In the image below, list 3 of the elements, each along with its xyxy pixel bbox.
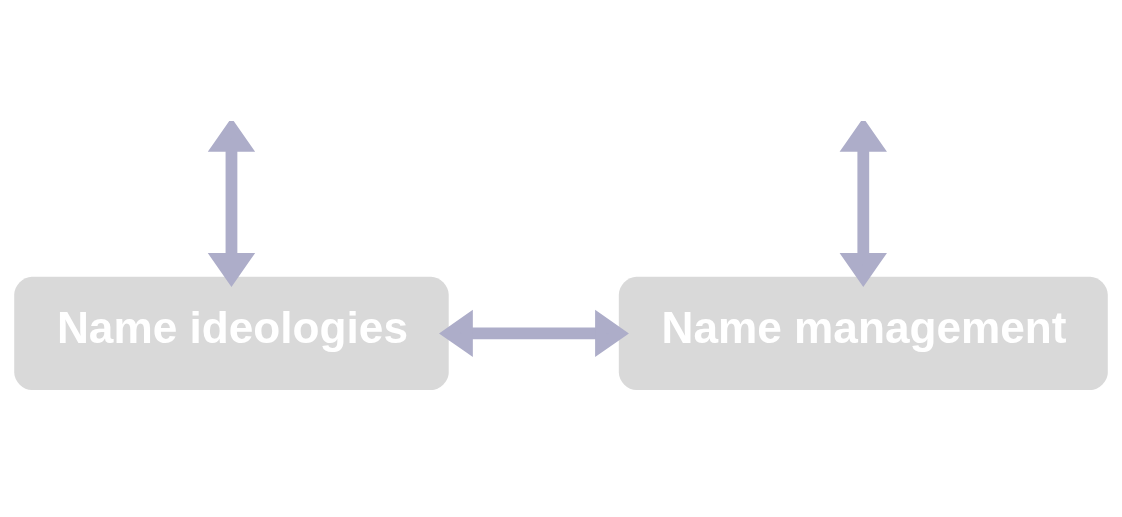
arrow bbox=[839, 121, 887, 287]
arrow bbox=[439, 309, 629, 358]
arrow bbox=[207, 121, 256, 287]
